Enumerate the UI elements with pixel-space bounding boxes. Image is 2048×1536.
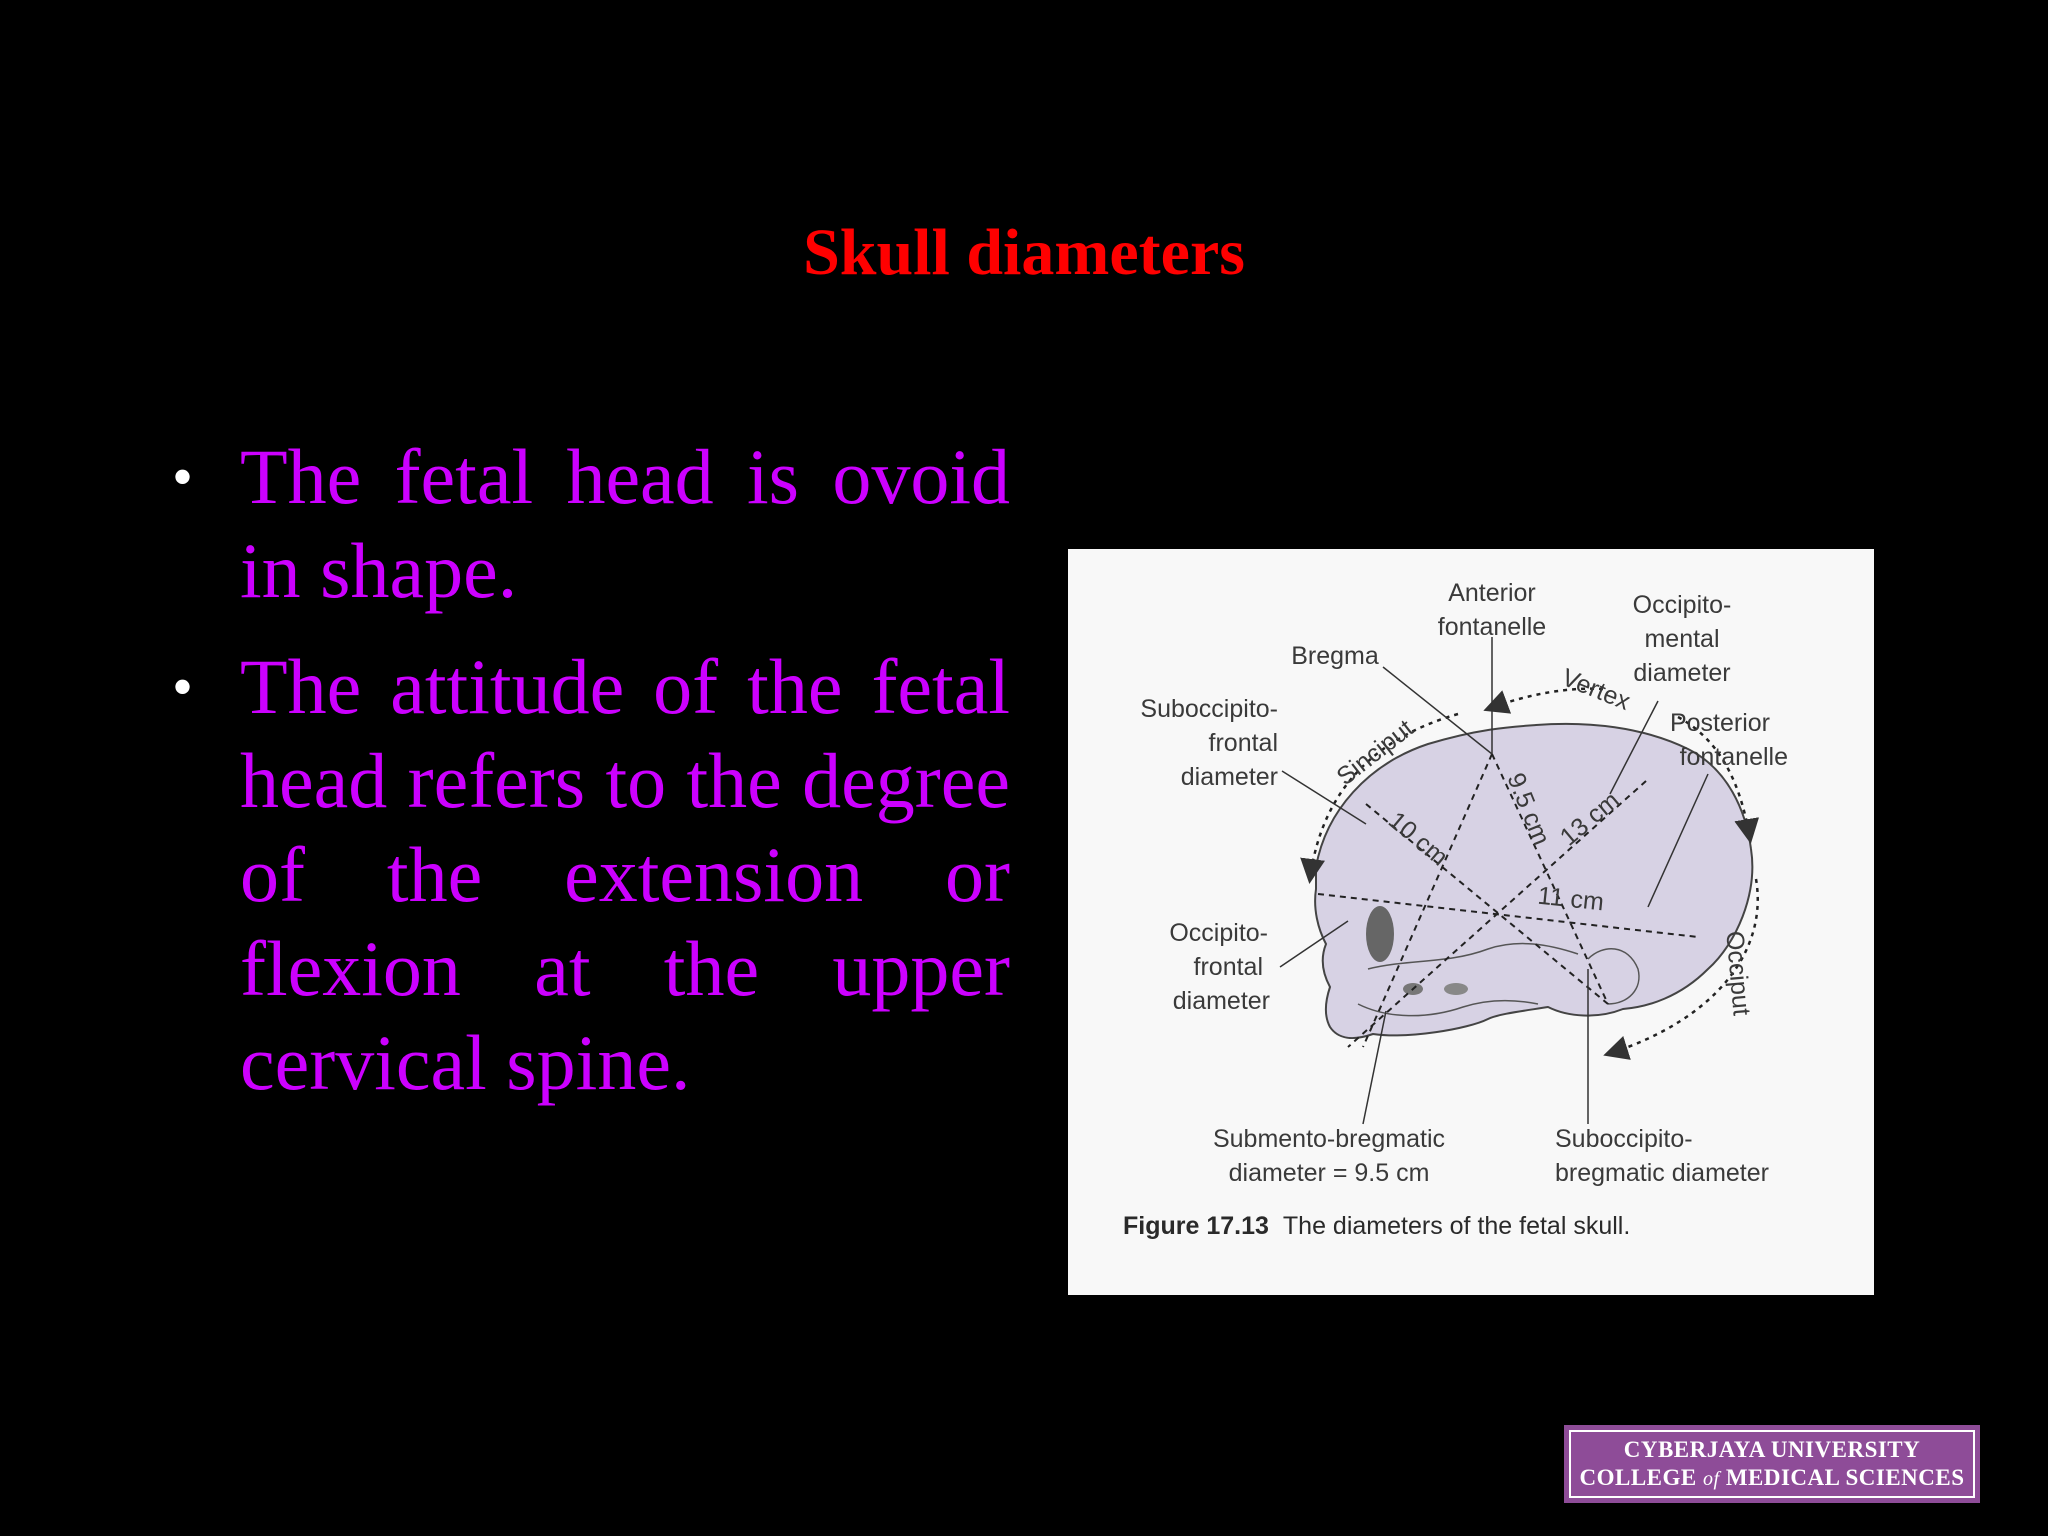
bullet-dot-icon: • [172, 444, 194, 510]
suboccipitobregmatic-label: bregmatic diameter [1555, 1159, 1769, 1187]
bullet-text: The attitude of the fetal head refers to… [240, 643, 1010, 1106]
slide-title: Skull diameters [803, 216, 1245, 289]
bullet-text: The fetal head is ovoid in shape. [240, 433, 1010, 614]
occipitofrontal-label: frontal [1194, 953, 1263, 981]
suboccipitofrontal-label: Suboccipito- [1140, 695, 1278, 723]
bullet-dot-icon: • [172, 654, 194, 720]
occipitofrontal-label: Occipito- [1169, 919, 1268, 947]
figure-caption-text: The diameters of the fetal skull. [1283, 1212, 1630, 1240]
logo-line-2-of: of [1703, 1467, 1720, 1490]
figure-caption: Figure 17.13 The diameters of the fetal … [1123, 1212, 1630, 1240]
submentobregmatic-label: diameter = 9.5 cm [1229, 1159, 1430, 1187]
suboccipitofrontal-label: diameter [1181, 763, 1278, 791]
sinciput-arrow [1300, 712, 1459, 884]
posterior-arrow [1677, 715, 1760, 844]
suboccipitofrontal-line [1365, 803, 1609, 1005]
posterior-fontanelle-leader [1647, 773, 1709, 908]
skull-outline [1314, 722, 1754, 1040]
vertex-label: Vertex [1558, 663, 1635, 716]
fetal-skull-figure: Anterior fontanelle Occipito- mental dia… [1068, 549, 1874, 1295]
posterior-fontanelle-label: Posterior [1670, 709, 1770, 737]
jaw-shape [1444, 983, 1468, 995]
suboccipitobregmatic-label: Suboccipito- [1555, 1125, 1693, 1153]
submentobregmatic-leader [1362, 1010, 1387, 1125]
occipitofrontal-line [1317, 893, 1699, 938]
occipitofrontal-leader [1279, 920, 1349, 968]
occipitomental-leader [1609, 700, 1659, 795]
suboccipitobregmatic-line [1491, 753, 1609, 1005]
bregma-label: Bregma [1291, 642, 1379, 670]
occiput-label: Occiput [1720, 930, 1755, 1017]
submentobregmatic-line [1362, 753, 1493, 1048]
ear-line [1587, 948, 1640, 1005]
bullet-item: • The attitude of the fetal head refers … [170, 640, 1010, 1110]
mandible-line [1357, 999, 1539, 1017]
logo-line-2a: COLLEGE [1579, 1464, 1703, 1490]
occipitomental-label: mental [1644, 625, 1719, 653]
occipitomental-label: Occipito- [1633, 591, 1732, 619]
suboccipitofrontal-label: frontal [1209, 729, 1278, 757]
bregma-leader [1382, 666, 1493, 755]
logo-line-2: COLLEGE of MEDICAL SCIENCES [1579, 1464, 1964, 1493]
occipitofrontal-label: diameter [1173, 987, 1270, 1015]
occiput-arrow [1603, 878, 1759, 1060]
logo-line-1: CYBERJAYA UNIVERSITY [1623, 1436, 1921, 1462]
bullet-item: • The fetal head is ovoid in shape. [170, 430, 1010, 618]
logo-line-2b: MEDICAL SCIENCES [1719, 1464, 1965, 1490]
figure-caption-number: Figure 17.13 [1123, 1212, 1269, 1240]
logo-frame: CYBERJAYA UNIVERSITY COLLEGE of MEDICAL … [1569, 1430, 1975, 1498]
posterior-fontanelle-label: fontanelle [1680, 743, 1788, 771]
anterior-fontanelle-label: Anterior [1448, 579, 1536, 607]
bullet-list: • The fetal head is ovoid in shape. • Th… [170, 430, 1010, 1132]
submentobregmatic-label: Submento-bregmatic [1213, 1125, 1445, 1153]
suboccipitofrontal-leader [1281, 770, 1367, 825]
university-logo: CYBERJAYA UNIVERSITY COLLEGE of MEDICAL … [1564, 1425, 1980, 1503]
zygoma-line [1367, 942, 1579, 970]
vertex-arrow [1483, 687, 1604, 714]
occipitomental-label: diameter [1633, 659, 1730, 687]
measure-11cm-label: 11 cm [1536, 882, 1605, 917]
anterior-fontanelle-label: fontanelle [1438, 613, 1546, 641]
orbit-shape [1366, 906, 1394, 962]
skull-diagram: Anterior fontanelle Occipito- mental dia… [1123, 579, 1788, 1240]
